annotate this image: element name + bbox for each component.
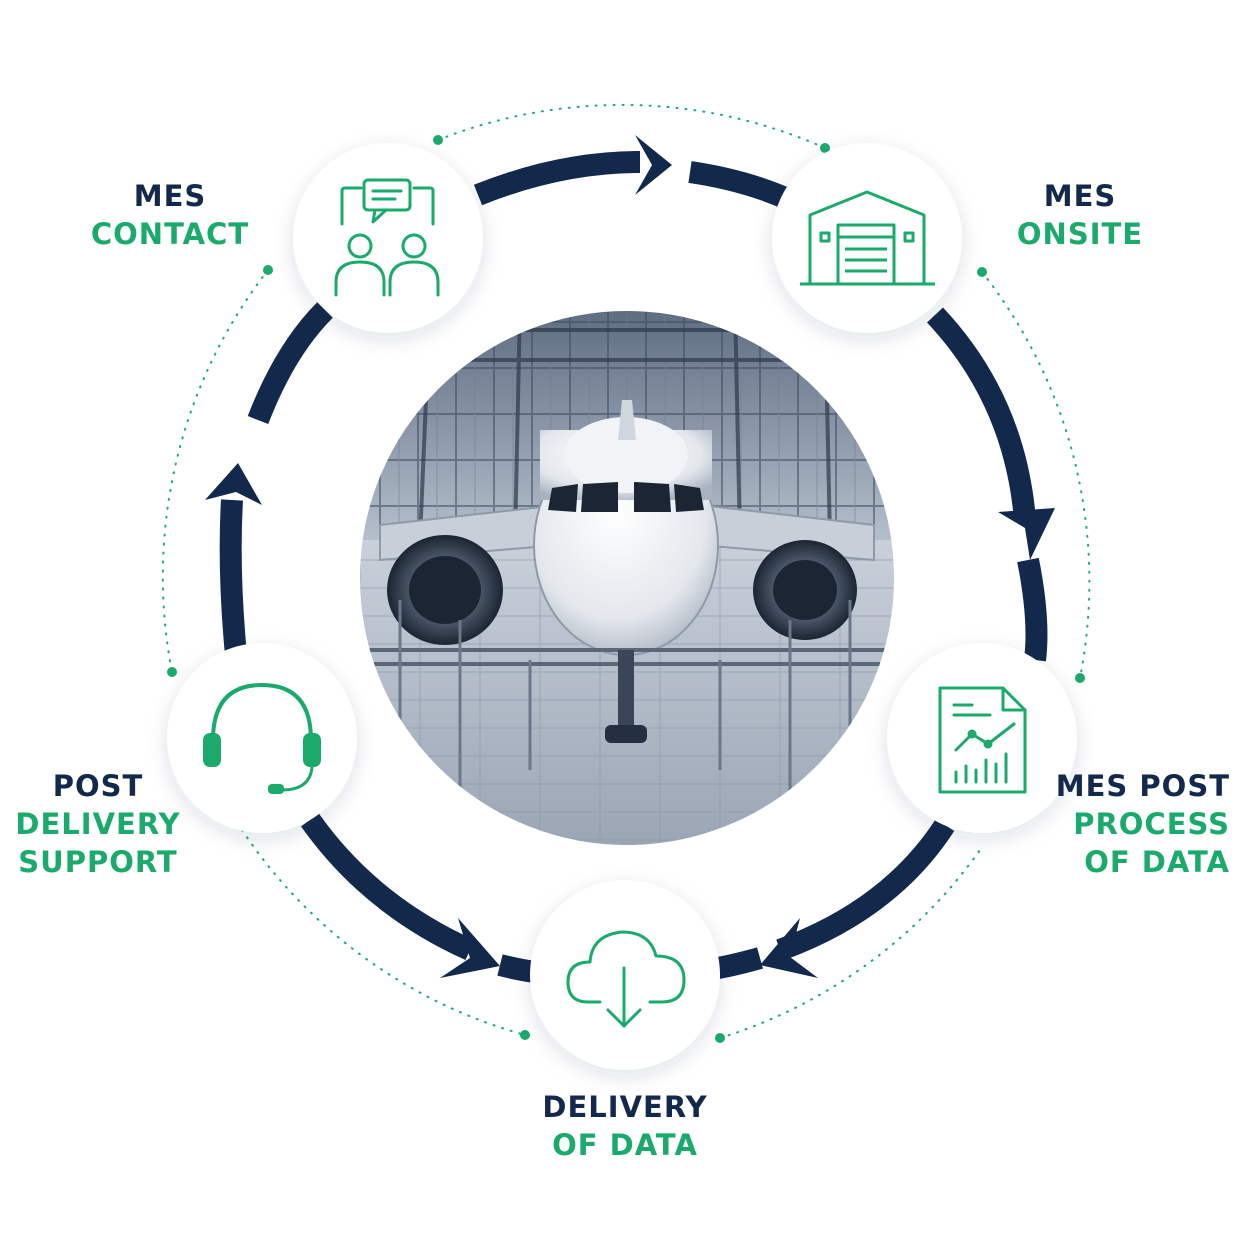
node-support <box>167 643 357 833</box>
arrowhead-left <box>760 918 818 978</box>
label-delivery-line2: OF DATA <box>552 1128 698 1162</box>
arrowhead-down <box>998 508 1055 560</box>
report-chart-icon <box>938 686 1027 794</box>
arrow-contact-to-onsite-b <box>688 161 795 211</box>
label-onsite-line1: MES <box>1043 179 1117 213</box>
dotted-ring-endpoints <box>167 135 1085 1043</box>
aircraft-hangar-photo <box>359 310 895 846</box>
node-contact <box>293 143 483 333</box>
cloud-download-icon <box>566 930 686 1028</box>
label-support-line1: POST <box>52 769 144 803</box>
label-support: POST DELIVERY SUPPORT <box>8 767 188 881</box>
dotted-outer-ring <box>161 103 1091 1039</box>
arrow-heads <box>205 135 1055 978</box>
node-delivery <box>530 880 720 1070</box>
people-chat-icon <box>334 178 440 297</box>
label-contact-line2: CONTACT <box>90 217 250 251</box>
headset-icon <box>203 682 321 794</box>
label-contact-line1: MES <box>133 179 207 213</box>
label-delivery-line1: DELIVERY <box>542 1090 708 1124</box>
arrowhead-right-bottom <box>440 918 500 978</box>
cycle-arrows <box>219 151 1048 983</box>
arrow-delivery-tail <box>716 947 763 979</box>
arrowhead-right <box>635 135 672 195</box>
label-onsite: MES ONSITE <box>975 177 1185 253</box>
arrow-support-to-contact <box>219 499 247 657</box>
arrow-contact-to-onsite-a <box>473 151 641 206</box>
node-process <box>887 643 1077 833</box>
photo-frame <box>358 309 896 847</box>
label-support-line3: SUPPORT <box>18 845 178 879</box>
label-onsite-line2: ONSITE <box>1016 217 1144 251</box>
hangar-icon <box>800 190 935 286</box>
arrow-support-to-delivery <box>301 813 475 961</box>
arrow-support-tail <box>497 954 537 983</box>
label-process-line2: PROCESS <box>1073 807 1230 841</box>
arrow-contact-segment <box>247 302 333 424</box>
arrowhead-up <box>205 463 262 505</box>
label-process-line1: MES POST <box>1055 769 1230 803</box>
arrow-process-to-delivery <box>776 818 955 961</box>
node-onsite <box>772 143 962 333</box>
label-contact: MES CONTACT <box>70 177 270 253</box>
label-process: MES POST PROCESS OF DATA <box>990 767 1230 881</box>
arrow-onsite-to-process <box>926 307 1036 521</box>
label-delivery: DELIVERY OF DATA <box>500 1088 750 1164</box>
label-support-line2: DELIVERY <box>15 807 181 841</box>
label-process-line3: OF DATA <box>1084 845 1230 879</box>
arrow-process-segment <box>1017 557 1048 662</box>
